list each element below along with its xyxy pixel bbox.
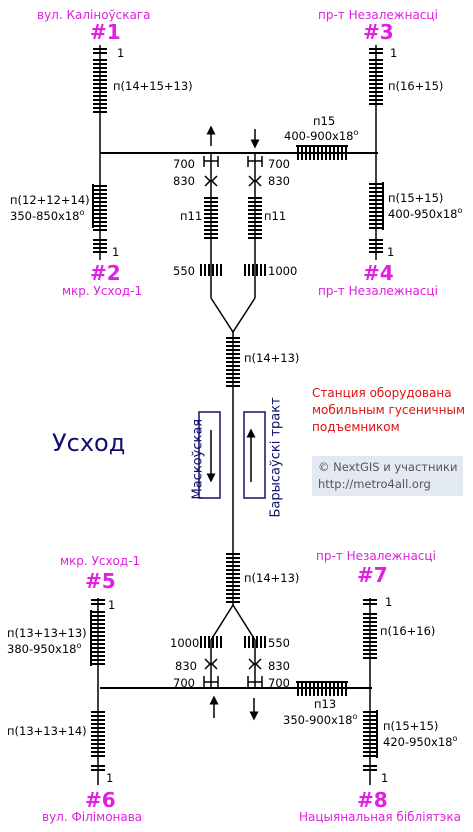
- exit-5-steps-top: 1: [108, 598, 116, 612]
- ramp-p15-label: п15: [313, 114, 336, 128]
- exit-3-steps-top: 1: [390, 46, 398, 60]
- top-width-right: 1000: [268, 264, 298, 278]
- exit-3-street: пр-т Незалежнасці: [318, 8, 438, 22]
- line-right-label: Барысаўскі тракт: [268, 397, 284, 518]
- exit-2-stairs-label: п(12+12+14): [10, 193, 90, 207]
- ramp-p15-steps: [297, 146, 347, 160]
- top-turn-left: 830: [173, 174, 195, 188]
- bottom-turn-right: 830: [268, 659, 290, 673]
- exit-5-number: #5: [85, 569, 116, 593]
- exit-3-stairs: п(16+15): [388, 79, 444, 93]
- bottom-width-left: 1000: [170, 636, 200, 650]
- exit-5-size: 380-950x18o: [7, 641, 82, 656]
- exit-4-stairs: [369, 183, 383, 253]
- exit-4-street: пр-т Незалежнасці: [318, 284, 438, 298]
- credit-line-2[interactable]: http://metro4all.org: [318, 477, 431, 491]
- central-top-stairs: [226, 337, 240, 387]
- station-name: Усход: [52, 429, 126, 457]
- top-left-stairs: [204, 197, 218, 239]
- top-turn-right: 830: [268, 174, 290, 188]
- top-gate-left: 700: [173, 157, 195, 171]
- exit-2-size: 350-850x18o: [10, 208, 85, 223]
- bottom-gate-left: 700: [173, 676, 195, 690]
- exit-5-stairs: [91, 599, 105, 665]
- exit-5-stairs: п(13+13+13): [7, 626, 87, 640]
- exit-3-stairs: [369, 48, 383, 105]
- bottom-width-right: 550: [268, 636, 290, 650]
- exit-2-street: мкр. Усход-1: [62, 284, 143, 298]
- top-right-stairs: [248, 197, 262, 239]
- bottom-gate-right: 700: [268, 676, 290, 690]
- top-stairs-right: п11: [264, 209, 287, 223]
- bottom-funnel: [210, 603, 256, 641]
- top-gate-right: 700: [268, 157, 290, 171]
- exit-6-stairs: [91, 711, 105, 771]
- exit-6-steps-bottom: 1: [106, 771, 114, 785]
- bottom-gates: [203, 658, 263, 688]
- lift-notice-line-2: мобильным гусеничным: [312, 403, 466, 417]
- bottom-main-stairs: п(14+13): [244, 571, 300, 585]
- lift-notice-line-1: Станция оборудована: [312, 386, 452, 400]
- exit-8-size: 420-950x18o: [383, 734, 458, 749]
- bottom-width-marks: [200, 636, 266, 648]
- top-gates: [203, 156, 263, 187]
- exit-7-street: пр-т Незалежнасці: [316, 549, 436, 563]
- lift-notice-line-3: подъемником: [312, 420, 400, 434]
- exit-1-steps-top: 1: [117, 46, 125, 60]
- exit-2-stairs: [93, 185, 107, 253]
- line-left-label: Маскоўская: [190, 418, 206, 500]
- credit-box: © NextGIS и участники http://metro4all.o…: [312, 456, 464, 496]
- top-funnel: [210, 297, 256, 334]
- exit-4-size: 400-950x18o: [388, 206, 463, 221]
- exit-8-stairs: [363, 711, 377, 771]
- exit-2-number: #2: [90, 261, 121, 285]
- central-bottom-stairs: [226, 553, 240, 603]
- exit-4-number: #4: [363, 261, 394, 285]
- top-stairs-left: п11: [180, 209, 203, 223]
- exit-1-stairs: п(14+15+13): [113, 79, 193, 93]
- ramp-p13-label: п13: [314, 697, 337, 711]
- ramp-p13-steps: [297, 682, 347, 696]
- exit-4-steps-bottom: 1: [387, 245, 395, 259]
- exit-1-number: #1: [90, 20, 121, 44]
- exit-6-stairs: п(13+13+14): [7, 724, 87, 738]
- exit-7-number: #7: [357, 563, 388, 587]
- top-main-stairs: п(14+13): [244, 351, 300, 365]
- bottom-turn-left: 830: [175, 659, 197, 673]
- top-width-marks: [200, 264, 266, 276]
- exit-8-steps-bottom: 1: [381, 771, 389, 785]
- exit-1-street: вул. Каліноўскага: [37, 8, 151, 22]
- ramp-p13-size: 350-900x18o: [283, 712, 358, 727]
- exit-2-steps-bottom: 1: [112, 245, 120, 259]
- ramp-p15-size: 400-900x18o: [284, 128, 359, 143]
- track-left-box: [198, 411, 221, 499]
- exit-1-stairs: [93, 48, 107, 113]
- exit-4-stairs-label: п(15+15): [388, 191, 444, 205]
- exit-6-street: вул. Філімонава: [42, 810, 143, 824]
- exit-8-street: Нацыянальная бібліятэка: [299, 810, 461, 824]
- exit-8-stairs-label: п(15+15): [383, 719, 439, 733]
- exit-8-number: #8: [357, 788, 388, 812]
- exit-6-number: #6: [85, 788, 116, 812]
- track-right-box: [243, 411, 266, 499]
- exit-7-stairs: [363, 599, 377, 659]
- exit-7-stairs: п(16+16): [380, 624, 436, 638]
- exit-7-steps-top: 1: [385, 595, 393, 609]
- line-right-label-wrap: Барысаўскі тракт: [265, 397, 284, 517]
- exit-5-street: мкр. Усход-1: [60, 554, 141, 568]
- lift-notice: Станция оборудована мобильным гусеничным…: [312, 385, 465, 436]
- credit-line-1: © NextGIS и участники: [318, 460, 458, 474]
- exit-3-number: #3: [363, 20, 394, 44]
- top-width-left: 550: [173, 264, 195, 278]
- line-left-label-wrap: Маскоўская: [191, 414, 206, 500]
